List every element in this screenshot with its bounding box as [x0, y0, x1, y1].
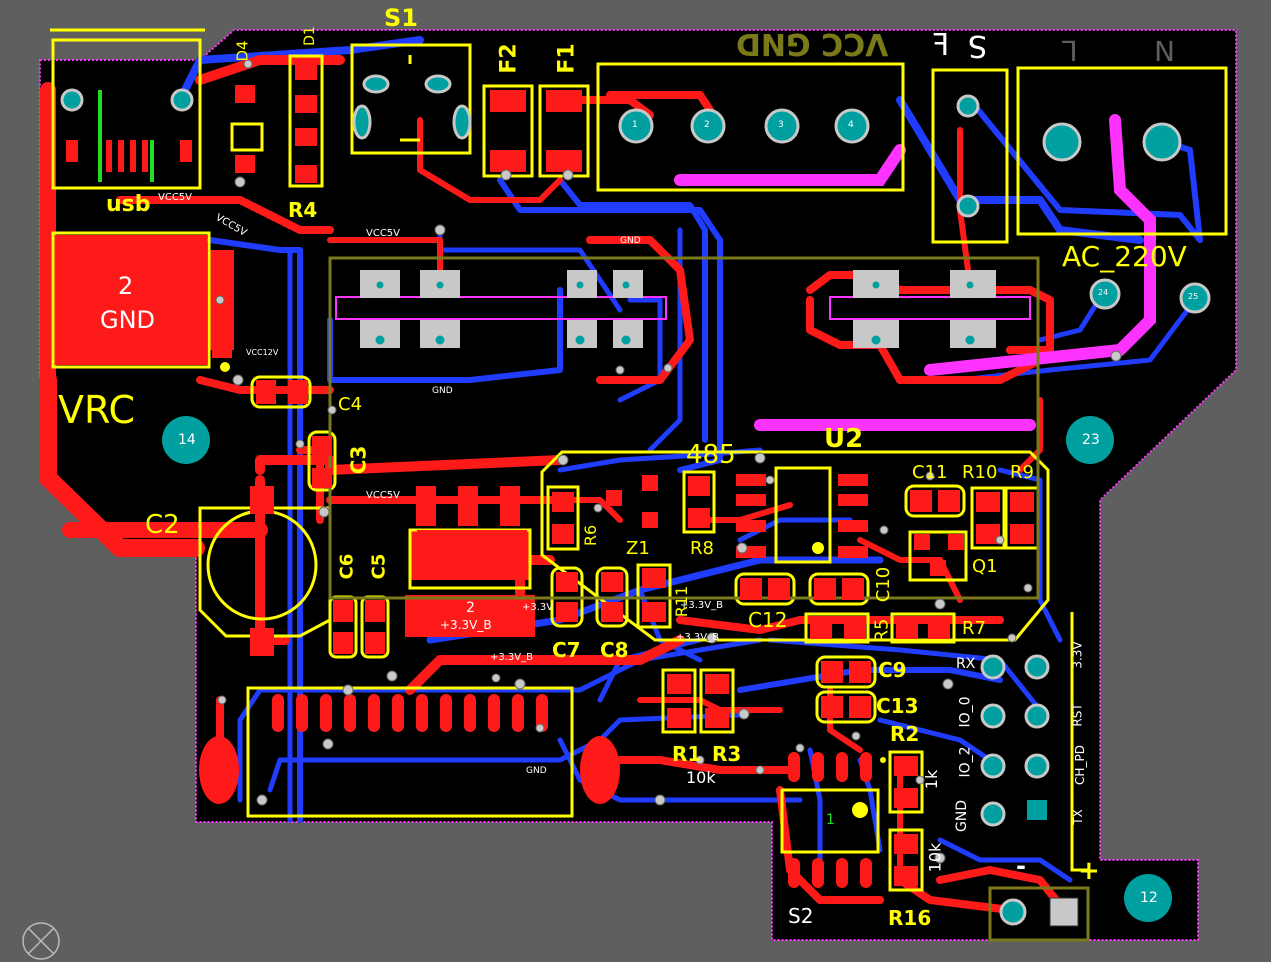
- c11-outline: [904, 484, 966, 518]
- r1-outline: [661, 668, 697, 734]
- c12-outline: [734, 572, 796, 606]
- pin1-markers: [220, 362, 886, 818]
- smd-pads: [66, 62, 1034, 888]
- pour-33v: [405, 595, 535, 637]
- mechanical-layer: [328, 256, 1090, 942]
- magenta-outline-traces: [335, 296, 1031, 320]
- pin-header-outline: [246, 686, 574, 818]
- usb-green-lines: [98, 90, 154, 182]
- mounting-holes: [162, 416, 1172, 922]
- small-vias: [215, 59, 1122, 864]
- plus-minus-frame: [1070, 612, 1090, 872]
- r6-outline: [546, 485, 580, 551]
- top-copper-layer: [39, 55, 1064, 914]
- u2-ic-outline: [774, 466, 832, 564]
- through-hole-pads: [60, 74, 1211, 926]
- q1-outline: [908, 530, 968, 582]
- usb-outline: [50, 28, 205, 190]
- r10-outline: [970, 486, 1006, 550]
- r8-outline: [682, 470, 716, 534]
- vrc-outline: [51, 231, 211, 369]
- r11-outline: [636, 563, 672, 629]
- c4-outline: [250, 375, 312, 409]
- r16-outline: [888, 828, 924, 892]
- header-abgnd-outline: [596, 62, 905, 192]
- s2-outline: [780, 788, 880, 854]
- r7-outline: [890, 612, 956, 644]
- s1-outline: [350, 43, 472, 155]
- c10-outline: [808, 572, 870, 606]
- magenta-layer-traces: [674, 114, 1156, 431]
- r5-outline: [804, 612, 870, 644]
- c9-outline: [815, 655, 877, 689]
- silkscreen-outlines: [50, 28, 1228, 892]
- c13-outline: [815, 690, 877, 724]
- s1-marks: [400, 55, 420, 142]
- copper-pours: [53, 235, 535, 637]
- d4-outline: [230, 122, 264, 152]
- ac220-outline: [1016, 66, 1228, 236]
- origin-marker-icon: [22, 922, 60, 960]
- fs-outline: [931, 68, 1009, 244]
- gnd-pour-vrc: [53, 235, 207, 365]
- r3-outline: [699, 668, 735, 734]
- r4-d1-outline: [288, 54, 324, 188]
- c3-outline: [307, 430, 337, 492]
